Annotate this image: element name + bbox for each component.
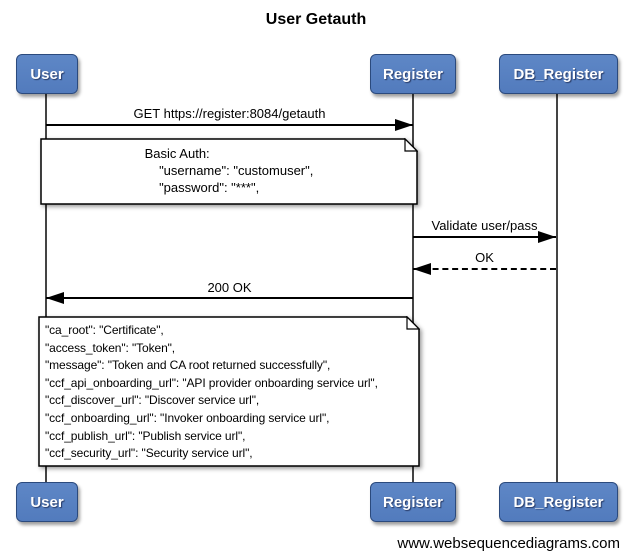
actor-register-label: Register bbox=[382, 493, 444, 511]
actor-register-top: Register bbox=[370, 54, 456, 94]
note-getauth-response-text: "ca_root": "Certificate", "access_token"… bbox=[45, 323, 378, 461]
websequencediagrams-watermark: www.websequencediagrams.com bbox=[397, 535, 620, 552]
actor-register-label: Register bbox=[382, 65, 444, 83]
actor-db-register-label: DB_Register bbox=[513, 493, 604, 511]
note-basic-auth: Basic Auth: "username": "customuser", "p… bbox=[40, 138, 418, 205]
arrowhead-right-icon bbox=[538, 231, 556, 243]
message-label-ok: OK bbox=[475, 250, 494, 265]
message-line-get-getauth bbox=[46, 124, 413, 126]
lifeline-register bbox=[412, 94, 414, 482]
message-line-validate bbox=[413, 236, 556, 238]
actor-db-register-top: DB_Register bbox=[499, 54, 618, 94]
note-getauth-response: "ca_root": "Certificate", "access_token"… bbox=[38, 316, 420, 467]
note-basic-auth-text: Basic Auth: "username": "customuser", "p… bbox=[144, 146, 314, 195]
actor-user-bottom: User bbox=[16, 482, 78, 522]
arrowhead-right-icon bbox=[395, 119, 413, 131]
actor-user-label: User bbox=[30, 65, 64, 83]
message-label-200-ok: 200 OK bbox=[207, 280, 252, 295]
lifeline-db-register bbox=[556, 94, 558, 482]
note-shape-icon bbox=[40, 138, 418, 205]
message-label-validate: Validate user/pass bbox=[431, 218, 538, 233]
actor-db-register-bottom: DB_Register bbox=[499, 482, 618, 522]
actor-user-label: User bbox=[30, 493, 64, 511]
diagram-title: User Getauth bbox=[265, 11, 367, 28]
message-line-200-ok bbox=[46, 297, 413, 299]
arrowhead-left-icon bbox=[46, 292, 64, 304]
actor-user-top: User bbox=[16, 54, 78, 94]
lifeline-user bbox=[45, 94, 47, 482]
note-shape-icon bbox=[38, 316, 420, 467]
actor-register-bottom: Register bbox=[370, 482, 456, 522]
actor-db-register-label: DB_Register bbox=[513, 65, 604, 83]
arrowhead-left-icon bbox=[413, 263, 431, 275]
message-label-get-getauth: GET https://register:8084/getauth bbox=[133, 106, 326, 121]
message-line-ok bbox=[413, 268, 556, 270]
